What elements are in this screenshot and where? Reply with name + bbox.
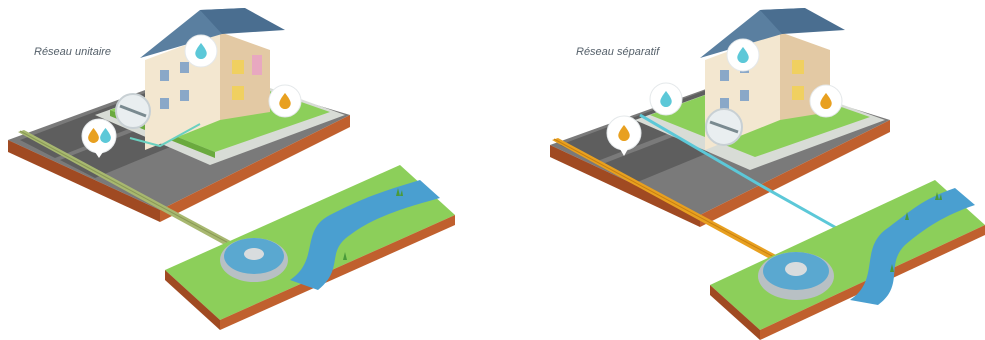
combined-sewer-diagram: [8, 8, 455, 330]
rain-drop-icon: [185, 35, 217, 67]
pipe-junction-magnifier: [706, 109, 742, 145]
river-plant-block: [710, 180, 985, 340]
treatment-plant: [220, 238, 288, 282]
rain-drop-icon: [650, 83, 682, 115]
pipe-junction-magnifier: [116, 94, 150, 128]
rain-drop-icon: [727, 39, 759, 71]
treatment-plant: [758, 252, 834, 300]
wastewater-drop-icon: [269, 85, 301, 117]
separate-sewer-diagram: [550, 8, 985, 340]
wastewater-drop-icon: [810, 85, 842, 117]
